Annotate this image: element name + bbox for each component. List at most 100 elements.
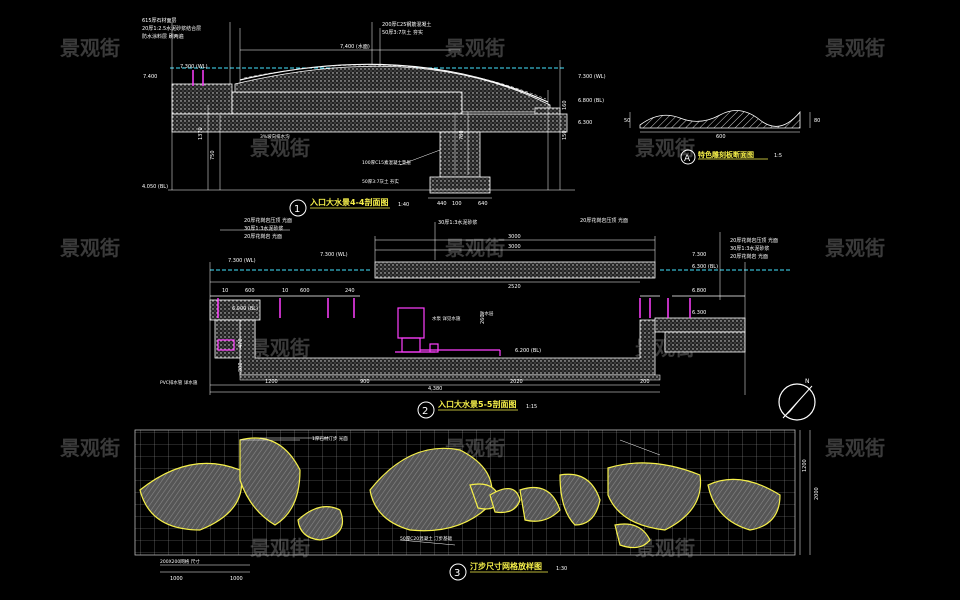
section-2-drawing [209,222,790,395]
watermark: 景观街 [60,436,120,460]
section-3-title: 3 汀步尺寸网格放样图 1:30 [449,561,567,581]
north-arrow-icon: N [778,378,816,421]
section-1-title: 1 入口大水景4-4剖面图 1:40 [289,197,409,217]
sec1-elevation: 7.300 (WL) [180,64,208,70]
sec2-dim: 900 [360,379,370,385]
section-number: 3 [454,568,460,579]
stepping-stone [519,486,561,522]
slab [171,83,233,115]
section-1-labels: 615厚石材面层 20厚1:2.5水泥砂浆结合层 防水涂料层 刷两遍 200厚C… [142,17,606,207]
sec2-dim: 10 [282,288,288,294]
stepping-stone [139,462,243,531]
detail-scale: 1:5 [774,153,782,159]
section-2-title: 2 入口大水景5-5剖面图 1:15 [417,399,537,419]
sec2-dim: 3000 [508,244,521,250]
sec2-dim: 2020 [510,379,523,385]
watermark: 景观街 [635,136,695,160]
section-title: 汀步尺寸网格放样图 [470,561,542,571]
detail-dim: 50 [624,118,630,124]
sec3-note: 50厚C20混凝土 汀步基础 [400,535,453,542]
watermark: 景观街 [445,236,505,260]
detail-dim: 80 [814,118,820,124]
watermark: 景观街 [60,236,120,260]
sec2-elevation: 7.300 (WL) [320,252,348,258]
sec3-dim: 1200 [802,459,808,472]
sec2-total: 4,380 [428,386,442,392]
section-scale: 1:15 [526,404,537,410]
sec3-dim: 1000 [170,576,183,582]
sec2-elevation: 6.900 (BL) [232,306,258,312]
sec2-dim: 600 [245,288,255,294]
slab [231,91,463,115]
sec1-note: 50厚3:7灰土 夯实 [382,29,423,36]
footing [429,176,491,194]
sec2-dim: 470 [238,338,244,348]
stepping-stone [707,478,781,531]
sec2-elevation: 7.300 (WL) [228,258,256,264]
sec1-note: 防水涂料层 刷两遍 [142,33,184,40]
sec2-note: 30厚1:3水泥砂浆 [730,245,769,252]
sec2-dim: 1200 [265,379,278,385]
watermark-layer: 景观街 景观街 景观街 景观街 景观街 景观街 景观街 景观街 景观街 景观街 … [60,36,885,560]
sec2-dim: 240 [345,288,355,294]
section-title: 入口大水景4-4剖面图 [309,197,388,207]
sec1-elevation: 7.300 (WL) [578,74,606,80]
watermark: 景观街 [445,36,505,60]
sec1-dim: 150 [562,130,568,140]
sec1-elevation: 7.400 [143,74,157,80]
watermark: 景观街 [250,336,310,360]
watermark: 景观街 [250,136,310,160]
sec2-note: PVC排水管 详水施 [160,379,198,386]
section-title: 入口大水景5-5剖面图 [437,399,516,409]
top-slab [374,261,656,279]
watermark: 景观街 [825,436,885,460]
sec1-elevation: 6.300 [578,120,592,126]
sec2-note: 20厚花岗岩压顶 光面 [730,237,778,244]
sec1-dim: 100 [452,201,462,207]
sec1-note: 20厚1:2.5水泥砂浆结合层 [142,25,201,32]
stepping-stone [559,473,601,526]
section-2-labels: 20厚花岗岩压顶 光面 30厚1:3水泥砂浆 20厚花岗岩 光面 30厚1:3水… [160,217,778,392]
sec2-note: 20厚花岗岩 光面 [730,253,768,260]
section-3-drawing [134,429,811,573]
stepping-stone [297,506,344,541]
sec2-dim: 260 [480,314,486,324]
north-label: N [805,378,810,385]
sec2-dim: 2520 [508,284,521,290]
sec2-elevation: 7.300 [692,252,706,258]
sec2-elevation: 6.300 [692,310,706,316]
sec2-note: 水泵 详见水施 [432,315,461,322]
sec1-elevation: 6.800 (BL) [578,98,604,104]
sec2-elevation: 6.200 (BL) [515,348,541,354]
sec3-dim: 1000 [230,576,243,582]
sec2-dim: 3000 [508,234,521,240]
sec2-note: 20厚花岗岩压顶 光面 [580,217,628,224]
section-number: 2 [422,406,428,417]
sec1-note: 3%坡向排水沟 [260,133,290,140]
sec2-note: 防水层 [480,310,494,317]
pump-unit [395,307,501,356]
stepping-stone [239,437,301,526]
sec2-dim: 600 [300,288,310,294]
sec1-dim: 1370 [198,127,204,140]
detail-a: 600 50 80 A 特色雕刻板断面图 1:5 [624,110,820,165]
sec1-dim: 440 [437,201,447,207]
sec2-note: 30厚1:3水泥砂浆 [244,225,283,232]
stepping-stone [614,523,651,549]
sec1-note: 100厚C15素混凝土垫层 [362,159,411,166]
sec2-dim: 200 [640,379,650,385]
detail-dim: 600 [716,134,726,140]
section-1-drawing [168,22,575,199]
watermark: 景观街 [825,36,885,60]
sec1-note: 50厚3:7灰土 夯实 [362,178,399,185]
stepping-stone [489,488,521,514]
sec2-dim: 10 [222,288,228,294]
footing-column [439,131,481,178]
sec2-note: 30厚1:3水泥砂浆 [438,219,477,226]
sec1-dim: 780 [459,130,465,140]
sec1-dim: 7,400 (水面) [340,43,370,50]
sec1-elevation: 4.050 (BL) [142,184,168,190]
section-scale: 1:40 [398,202,409,208]
stepping-stone [607,462,702,531]
